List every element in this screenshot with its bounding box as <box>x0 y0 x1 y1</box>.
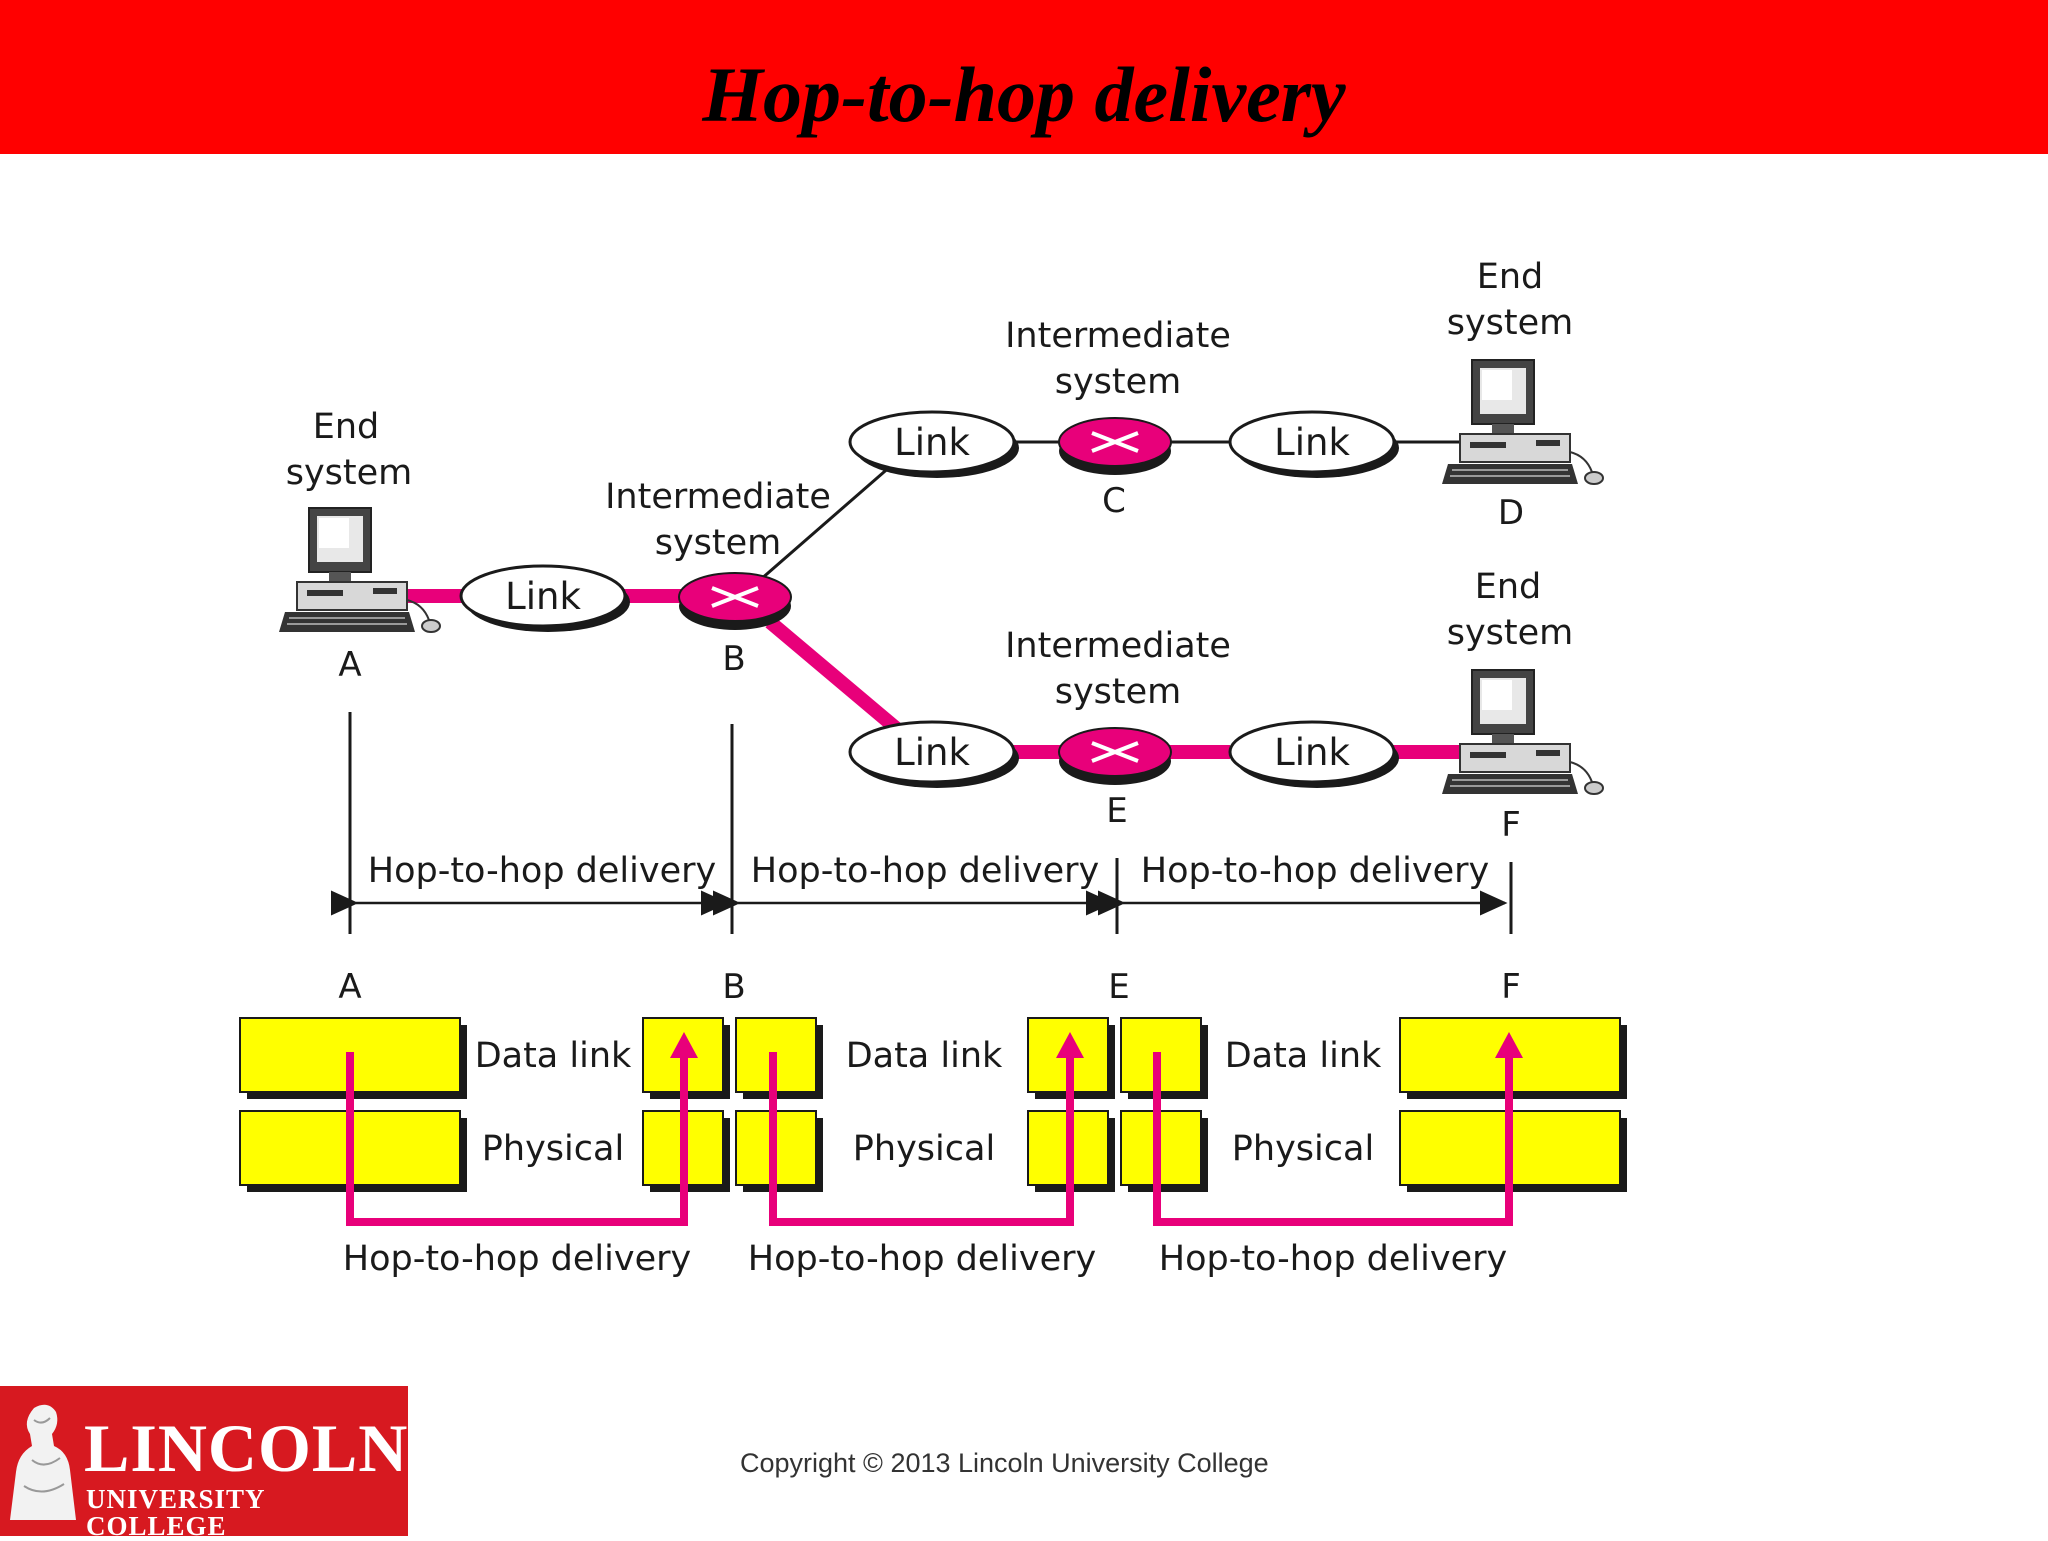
link-label: Link <box>894 421 970 464</box>
university-logo: LINCOLN UNIVERSITY COLLEGE <box>0 1386 409 1540</box>
layer-label-physical-2: Physical <box>853 1129 995 1169</box>
network-diagram: Link Link Link Link Link <box>239 257 1627 1279</box>
node-a-role-line2: system <box>286 453 413 493</box>
node-f-label: F <box>1501 805 1521 845</box>
delivery-path-e-f <box>1153 1052 1513 1226</box>
stack-label-e: E <box>1108 967 1129 1007</box>
node-e-role-line2: system <box>1055 672 1182 712</box>
delivery-arrowheads <box>670 1032 1523 1058</box>
delivery-path-b-e <box>769 1052 1074 1226</box>
path-line-b-e <box>765 616 915 746</box>
hop-label-top-2: Hop-to-hop delivery <box>751 851 1099 891</box>
link-label: Link <box>1274 421 1350 464</box>
link-a-b: Link <box>459 564 630 632</box>
router-icon <box>1058 417 1172 475</box>
hop-label-top-3: Hop-to-hop delivery <box>1141 851 1489 891</box>
node-d-role-line1: End <box>1477 257 1544 297</box>
hop-label-bottom-2: Hop-to-hop delivery <box>748 1239 1096 1279</box>
hop-label-top-1: Hop-to-hop delivery <box>368 851 716 891</box>
node-e-label: E <box>1106 791 1127 831</box>
node-a-role-line1: End <box>313 407 380 447</box>
slide-title-text: Hop-to-hop delivery <box>702 51 1346 138</box>
layer-label-physical-3: Physical <box>1232 1129 1374 1169</box>
node-a-label: A <box>338 645 361 685</box>
layer-label-physical-1: Physical <box>482 1129 624 1169</box>
computer-icon <box>1442 669 1604 795</box>
statue-icon <box>10 1404 76 1520</box>
node-e-role-line1: Intermediate <box>1005 626 1231 666</box>
link-b-e: Link <box>848 720 1019 788</box>
arrowhead-e <box>1056 1032 1084 1058</box>
link-b-c: Link <box>848 410 1019 478</box>
logo-subtitle: UNIVERSITY COLLEGE <box>86 1484 265 1541</box>
layer-label-datalink-2: Data link <box>846 1036 1003 1076</box>
link-label: Link <box>505 575 581 618</box>
node-f-role-line2: system <box>1447 613 1574 653</box>
router-icon <box>1058 727 1172 785</box>
copyright-text: Copyright © 2013 Lincoln University Coll… <box>740 1448 1269 1478</box>
layer-label-datalink-1: Data link <box>475 1036 632 1076</box>
hop-label-bottom-1: Hop-to-hop delivery <box>343 1239 691 1279</box>
link-label: Link <box>1274 731 1350 774</box>
delivery-path-a-b <box>346 1052 688 1226</box>
node-c-role-line2: system <box>1055 362 1182 402</box>
link-e-f: Link <box>1228 720 1399 788</box>
hop-label-bottom-3: Hop-to-hop delivery <box>1159 1239 1507 1279</box>
node-c-label: C <box>1102 481 1126 521</box>
logo-wordmark: LINCOLN <box>84 1410 409 1486</box>
node-b-role-line1: Intermediate <box>605 477 831 517</box>
computer-icon <box>1442 359 1604 485</box>
delivery-paths <box>346 1052 1513 1226</box>
stack-label-a: A <box>338 967 361 1007</box>
node-b-role-line2: system <box>655 523 782 563</box>
node-b-label: B <box>722 639 745 679</box>
title-bar <box>0 0 2048 154</box>
stack-label-b: B <box>722 967 745 1007</box>
node-d-label: D <box>1498 493 1524 533</box>
node-f-role-line1: End <box>1475 567 1542 607</box>
computer-icon <box>279 507 441 633</box>
link-c-d: Link <box>1228 410 1399 478</box>
router-icon <box>678 572 792 630</box>
link-label: Link <box>894 731 970 774</box>
layer-label-datalink-3: Data link <box>1225 1036 1382 1076</box>
node-c-role-line1: Intermediate <box>1005 316 1231 356</box>
arrowhead-b <box>670 1032 698 1058</box>
arrowhead-f <box>1495 1032 1523 1058</box>
line-b-link-upper <box>759 456 901 582</box>
node-d-role-line2: system <box>1447 303 1574 343</box>
slide-title: Hop-to-hop delivery <box>0 0 2048 154</box>
stack-label-f: F <box>1501 967 1521 1007</box>
